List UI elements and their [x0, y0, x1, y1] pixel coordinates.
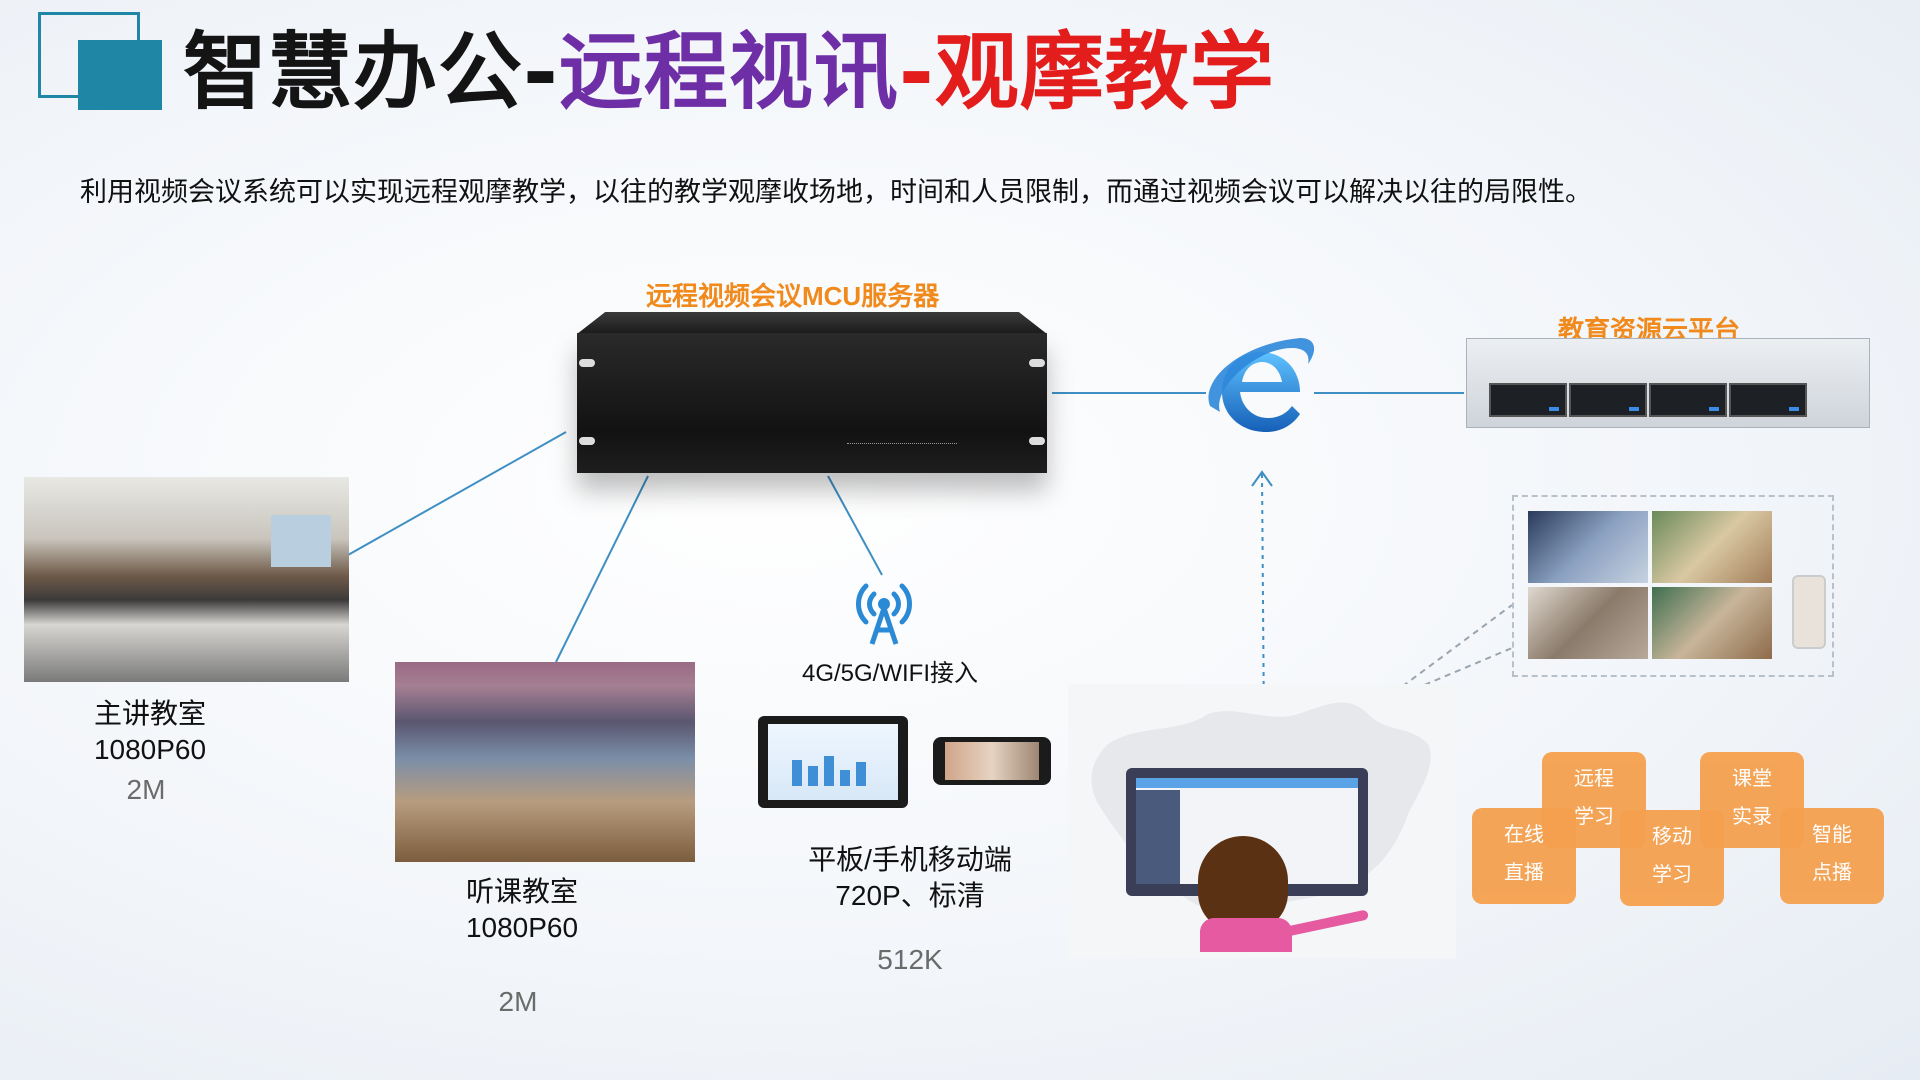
mcu-server: [577, 333, 1047, 473]
line-mcu-wireless: [827, 475, 883, 576]
wireless-label: 4G/5G/WIFI接入: [801, 660, 978, 687]
mcu-ear: [1029, 437, 1045, 445]
projector-screen: [271, 515, 331, 567]
logo-block: [78, 40, 162, 110]
listen-class-name: 听课教室: [465, 876, 578, 907]
cloud-server: [1466, 338, 1870, 428]
drive-bay: [1569, 383, 1647, 417]
collage-tile: [1528, 587, 1648, 659]
title-part2: 远程视讯: [558, 23, 899, 121]
listen-class-res: 1080P60: [465, 912, 579, 943]
tablet-device: [758, 716, 908, 808]
collage-tile: [1652, 511, 1772, 583]
collage-tile: [1528, 511, 1648, 583]
main-classroom-photo: [24, 477, 349, 682]
tile-live-stream: 在线直播: [1472, 808, 1576, 904]
intro-text: 利用视频会议系统可以实现远程观摩教学，以往的教学观摩收场地，时间和人员限制，而通…: [80, 177, 1592, 207]
mcu-label: 远程视频会议MCU服务器: [646, 281, 940, 311]
main-class-caption: 主讲教室 1080P60: [60, 696, 240, 768]
line-mcu-listen: [555, 475, 649, 663]
drive-bay: [1729, 383, 1807, 417]
ie-browser-icon: [1208, 338, 1315, 432]
main-class-name: 主讲教室: [93, 698, 206, 729]
mobile-bw: 512K: [877, 944, 943, 975]
antenna-icon: [856, 583, 912, 645]
page-title: 智慧办公-远程视讯-观摩教学: [183, 22, 1275, 122]
listen-classroom-photo: [395, 662, 695, 862]
title-part3: -观摩教学: [898, 23, 1275, 121]
main-class-res: 1080P60: [93, 734, 207, 765]
mcu-ear: [579, 437, 595, 445]
title-part1: 智慧办公-: [183, 23, 559, 121]
tile-smart-vod: 智能点播: [1780, 808, 1884, 904]
student-head: [1198, 836, 1288, 932]
screen-collage: [1512, 495, 1834, 677]
tile-mobile-learning: 移动学习: [1620, 810, 1724, 906]
listen-class-bw: 2M: [498, 986, 538, 1017]
mcu-led-row: [847, 443, 957, 450]
student-body: [1200, 918, 1292, 952]
drive-bay: [1649, 383, 1727, 417]
line-mcu-main: [347, 431, 567, 556]
mcu-ear: [1029, 359, 1045, 367]
drive-bay: [1489, 383, 1567, 417]
collage-tile: [1652, 587, 1772, 659]
mobile-caption: 平板/手机移动端 720P、标清: [780, 842, 1040, 914]
phone-thumbnail: [1792, 575, 1826, 649]
main-class-bw: 2M: [126, 774, 166, 805]
mobile-res: 720P、标清: [835, 880, 985, 911]
phone-device: [933, 737, 1051, 785]
mcu-ear: [579, 359, 595, 367]
mcu-server-top: [577, 312, 1047, 334]
arrow-head: [1251, 470, 1273, 487]
mobile-name: 平板/手机移动端: [808, 844, 1012, 875]
listen-class-caption: 听课教室 1080P60: [432, 874, 612, 946]
